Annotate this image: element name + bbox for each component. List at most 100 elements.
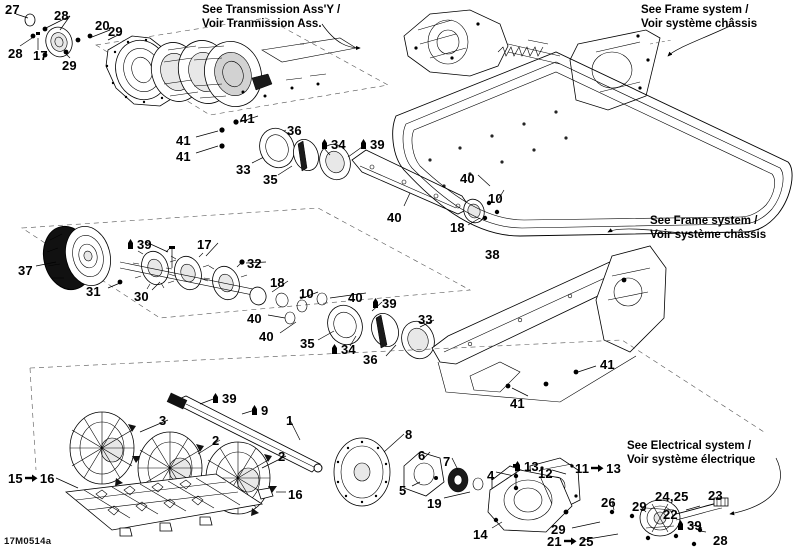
callout-number: 18 bbox=[270, 275, 285, 290]
callout-marker-icon bbox=[126, 239, 135, 250]
sprocket-2-a bbox=[137, 431, 209, 506]
callout-number: 23 bbox=[708, 488, 723, 503]
callout-number: 41 bbox=[510, 396, 525, 411]
callout-40: 40 bbox=[348, 291, 363, 304]
callout-28: 28 bbox=[713, 534, 728, 547]
callout-29: 29 bbox=[551, 523, 566, 536]
note-electrical: See Electrical system / Voir système éle… bbox=[627, 440, 755, 467]
callout-34: 34 bbox=[330, 343, 356, 356]
flange-17 bbox=[165, 252, 210, 291]
callout-8: 8 bbox=[405, 428, 412, 441]
callout-number: 1 bbox=[286, 413, 294, 428]
callout-number: 27 bbox=[5, 2, 20, 17]
callout-number: 9 bbox=[261, 403, 269, 418]
callout-number: 39 bbox=[382, 296, 397, 311]
callout-4: 4 bbox=[487, 469, 494, 482]
callout-marker-icon bbox=[320, 139, 329, 150]
callout-number: 36 bbox=[363, 352, 378, 367]
callout-number: 40 bbox=[259, 329, 274, 344]
group-box-axle bbox=[21, 207, 472, 319]
callout-10: 10 bbox=[299, 287, 314, 300]
track-loop bbox=[392, 51, 793, 237]
callout-number: 19 bbox=[427, 496, 442, 511]
callout-number: 33 bbox=[418, 312, 433, 327]
callout-number: 18 bbox=[450, 220, 465, 235]
callout-40: 40 bbox=[387, 211, 402, 224]
callout-17: 17 bbox=[197, 238, 212, 251]
callout-number: 16 bbox=[288, 487, 303, 502]
callout-number: 8 bbox=[405, 427, 413, 442]
sprocket-wheels bbox=[69, 411, 287, 516]
note-line: See Electrical system / bbox=[627, 440, 752, 452]
callout-number: 29 bbox=[551, 522, 566, 537]
callout-41: 41 bbox=[176, 150, 191, 163]
transmission-body bbox=[403, 9, 561, 77]
callout-29: 29 bbox=[108, 25, 123, 38]
note-line: Voir système électrique bbox=[627, 453, 756, 466]
callout-23: 23 bbox=[708, 489, 723, 502]
callout-marker-icon bbox=[211, 393, 220, 404]
flange-32 bbox=[203, 262, 248, 301]
callout-number: 28 bbox=[54, 8, 69, 23]
note-line: Voir système châssis bbox=[641, 17, 758, 30]
callout-marker-icon bbox=[330, 344, 339, 355]
callout-number: 5 bbox=[399, 483, 407, 498]
note-line: Voir Tranmission Ass. bbox=[202, 17, 322, 30]
callout-10: 10 bbox=[488, 192, 503, 205]
suspension-arm-lower bbox=[431, 245, 667, 403]
callout-14: 14 bbox=[473, 528, 488, 541]
range-to: 16 bbox=[39, 471, 55, 486]
callout-number: 34 bbox=[341, 342, 356, 357]
callout-28: 28 bbox=[8, 47, 23, 60]
callout-number: 32 bbox=[247, 256, 262, 271]
chaincase-assembly bbox=[105, 35, 357, 107]
sprocket-2-b bbox=[205, 441, 277, 516]
callout-36: 36 bbox=[363, 353, 378, 366]
callout-number: 41 bbox=[176, 133, 191, 148]
callout-13: 13 bbox=[513, 460, 539, 473]
callout-40: 40 bbox=[259, 330, 274, 343]
note-frame-mid: See Frame system / Voir système châssis bbox=[650, 215, 766, 242]
callout-number: 12 bbox=[538, 466, 553, 481]
callout-41: 41 bbox=[600, 358, 615, 371]
range-from: 21 bbox=[547, 534, 562, 549]
callout-37: 37 bbox=[18, 264, 33, 277]
magneto-assembly bbox=[571, 495, 729, 547]
callout-35: 35 bbox=[263, 173, 278, 186]
callout-marker-icon bbox=[513, 461, 522, 472]
callout-number: 33 bbox=[236, 162, 251, 177]
callout-12: 12 bbox=[538, 467, 553, 480]
callout-39: 39 bbox=[371, 297, 397, 310]
range-to: 25 bbox=[673, 489, 689, 504]
callout-26: 26 bbox=[601, 496, 616, 509]
range-arrow-icon bbox=[24, 472, 38, 485]
range-comma: , bbox=[669, 489, 674, 504]
callout-3: 3 bbox=[159, 414, 166, 427]
drawing-code: 17M0514a bbox=[4, 536, 52, 547]
callout-number: 41 bbox=[600, 357, 615, 372]
callout-20: 20 bbox=[95, 19, 110, 32]
callout-39: 39 bbox=[126, 238, 152, 251]
callout-33: 33 bbox=[236, 163, 251, 176]
callout-17: 17 bbox=[33, 49, 48, 62]
note-transmission: See Transmission Ass'Y / Voir Tranmissio… bbox=[202, 4, 340, 31]
callout-number: 34 bbox=[331, 137, 346, 152]
callout-41: 41 bbox=[240, 112, 255, 125]
callout-18: 18 bbox=[450, 221, 465, 234]
callout-31: 31 bbox=[86, 285, 101, 298]
callout-number: 28 bbox=[8, 46, 23, 61]
callout-29: 29 bbox=[62, 59, 77, 72]
range-to: 25 bbox=[578, 534, 594, 549]
range-callout-24-25: 24,25 bbox=[655, 490, 689, 503]
note-line: See Frame system / bbox=[650, 215, 758, 227]
callout-number: 39 bbox=[370, 137, 385, 152]
callout-number: 37 bbox=[18, 263, 33, 278]
flange-30 bbox=[132, 247, 177, 290]
drive-shaft-1 bbox=[166, 392, 323, 473]
callout-30: 30 bbox=[134, 290, 149, 303]
callout-number: 3 bbox=[159, 413, 167, 428]
callout-marker-icon bbox=[250, 405, 259, 416]
callout-7: 7 bbox=[443, 455, 450, 468]
callout-34: 34 bbox=[320, 138, 346, 151]
